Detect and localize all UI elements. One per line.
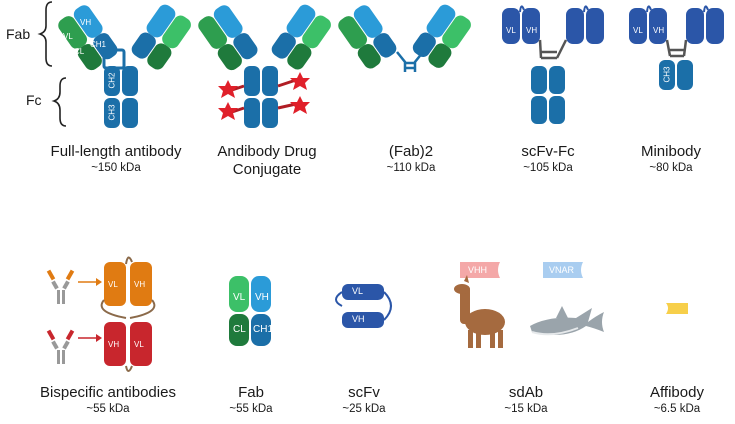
fab-side-label: Fab	[6, 26, 31, 42]
format-label: Affibody ~6.5 kDa	[650, 384, 704, 416]
vhh-tag-icon	[460, 262, 500, 278]
format-name: sdAb	[508, 384, 544, 401]
format-name: (Fab)2	[388, 143, 434, 160]
format-label: Fab ~55 kDa	[229, 384, 272, 416]
fab2-icon	[338, 4, 471, 72]
format-label: Minibody ~80 kDa	[641, 143, 701, 175]
format-name: Minibody	[640, 143, 702, 160]
drug-payload-icon	[218, 102, 238, 120]
format-size: ~150 kDa	[91, 162, 141, 174]
affibody-icon	[666, 303, 688, 314]
format-label: Andibody Drug Conjugate	[217, 143, 316, 179]
format-size: ~80 kDa	[649, 162, 693, 174]
format-size: ~15 kDa	[504, 403, 548, 415]
shark-icon	[530, 306, 604, 336]
format-size: ~6.5 kDa	[653, 403, 701, 415]
fab-icon	[229, 276, 271, 346]
scfv-icon	[335, 284, 392, 328]
format-name: Andibody Drug	[217, 143, 317, 160]
drug-payload-icon	[290, 96, 310, 114]
llama-icon	[454, 275, 505, 348]
format-label: Bispecific antibodies ~55 kDa	[40, 384, 176, 416]
vnar-tag-icon	[543, 262, 583, 278]
mini-antibody-icon	[46, 329, 75, 364]
drug-payload-icon	[290, 72, 310, 90]
fab-brace	[37, 1, 53, 67]
format-size: ~105 kDa	[523, 162, 573, 174]
minibody-icon	[629, 5, 724, 90]
fc-brace	[51, 77, 67, 127]
format-label: scFv-Fc ~105 kDa	[521, 143, 574, 175]
format-name: Bispecific antibodies	[40, 384, 176, 401]
format-label: (Fab)2 ~110 kDa	[387, 143, 436, 175]
fc-side-label: Fc	[26, 92, 42, 108]
sdab-icon	[454, 262, 604, 348]
format-label: scFv ~25 kDa	[342, 384, 385, 416]
full-length-antibody-icon	[58, 4, 191, 128]
format-size: ~55 kDa	[86, 403, 130, 415]
format-size: ~110 kDa	[386, 162, 436, 174]
antibody-drug-conjugate-icon	[198, 4, 331, 128]
format-label: Full-length antibody ~150 kDa	[51, 143, 182, 175]
format-name-line2: Conjugate	[232, 161, 302, 178]
drug-payload-icon	[218, 80, 238, 98]
format-name: Full-length antibody	[50, 143, 182, 160]
format-size: ~55 kDa	[229, 403, 273, 415]
format-label: sdAb ~15 kDa	[504, 384, 547, 416]
format-name: Fab	[238, 384, 264, 401]
format-name: scFv-Fc	[521, 143, 575, 160]
format-name: Affibody	[650, 384, 704, 401]
scfv-fc-icon	[502, 5, 604, 124]
mini-antibody-icon	[46, 269, 75, 304]
format-name: scFv	[348, 384, 380, 401]
bispecific-antibodies-icon	[46, 256, 156, 372]
format-size: ~25 kDa	[342, 403, 386, 415]
